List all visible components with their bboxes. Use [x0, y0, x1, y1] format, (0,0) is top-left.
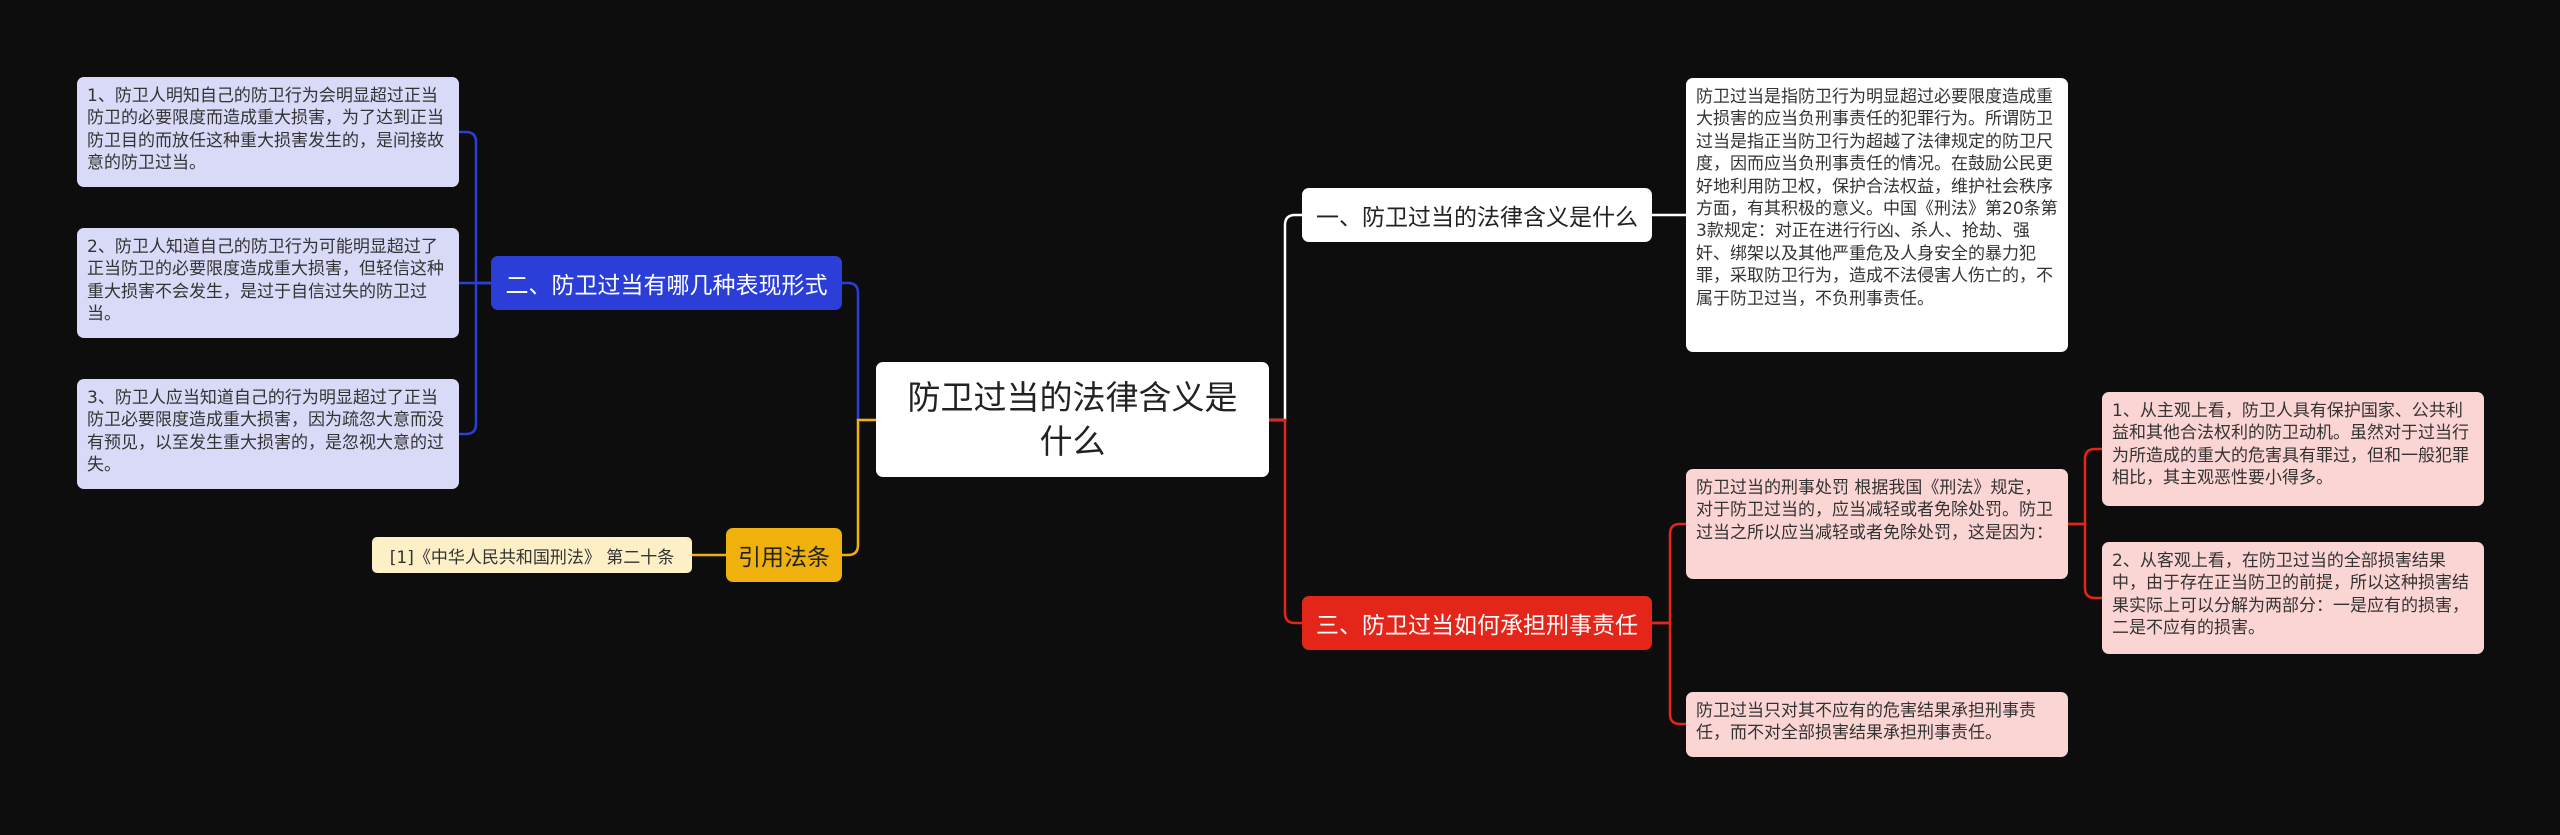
leaf-liability-1[interactable]: 防卫过当的刑事处罚 根据我国《刑法》规定，对于防卫过当的，应当减轻或者免除处罚。…: [1686, 469, 2068, 579]
branch-reference-label: 引用法条: [738, 545, 830, 571]
branch-liability[interactable]: 三、防卫过当如何承担刑事责任: [1302, 596, 1652, 650]
leaf-liability-1-text: 防卫过当的刑事处罚 根据我国《刑法》规定，对于防卫过当的，应当减轻或者免除处罚。…: [1696, 478, 2053, 543]
leaf-legal-meaning-text: 防卫过当是指防卫行为明显超过必要限度造成重大损害的应当负刑事责任的犯罪行为。所谓…: [1696, 87, 2058, 309]
leaf-forms-3-text: 3、防卫人应当知道自己的行为明显超过了正当防卫必要限度造成重大损害，因为疏忽大意…: [87, 388, 444, 476]
subleaf-objective[interactable]: 2、从客观上看，在防卫过当的全部损害结果中，由于存在正当防卫的前提，所以这种损害…: [2102, 542, 2484, 654]
subleaf-subjective-text: 1、从主观上看，防卫人具有保护国家、公共利益和其他合法权利的防卫动机。虽然对于过…: [2112, 401, 2469, 489]
leaf-liability-2-text: 防卫过当只对其不应有的危害结果承担刑事责任，而不对全部损害结果承担刑事责任。: [1696, 701, 2036, 744]
branch-forms-label: 二、防卫过当有哪几种表现形式: [505, 273, 828, 299]
leaf-forms-3[interactable]: 3、防卫人应当知道自己的行为明显超过了正当防卫必要限度造成重大损害，因为疏忽大意…: [77, 379, 459, 489]
branch-forms[interactable]: 二、防卫过当有哪几种表现形式: [491, 256, 842, 310]
leaf-legal-meaning[interactable]: 防卫过当是指防卫行为明显超过必要限度造成重大损害的应当负刑事责任的犯罪行为。所谓…: [1686, 78, 2068, 352]
subleaf-objective-text: 2、从客观上看，在防卫过当的全部损害结果中，由于存在正当防卫的前提，所以这种损害…: [2112, 551, 2469, 639]
central-topic[interactable]: 防卫过当的法律含义是什么: [876, 362, 1269, 477]
leaf-liability-2[interactable]: 防卫过当只对其不应有的危害结果承担刑事责任，而不对全部损害结果承担刑事责任。: [1686, 692, 2068, 757]
branch-legal-meaning[interactable]: 一、防卫过当的法律含义是什么: [1302, 188, 1652, 242]
leaf-forms-1-text: 1、防卫人明知自己的防卫行为会明显超过正当防卫的必要限度而造成重大损害，为了达到…: [87, 86, 444, 174]
branch-legal-meaning-label: 一、防卫过当的法律含义是什么: [1316, 205, 1638, 231]
leaf-reference-text: [1]《中华人民共和国刑法》 第二十条: [389, 547, 675, 568]
leaf-forms-2[interactable]: 2、防卫人知道自己的防卫行为可能明显超过了正当防卫的必要限度造成重大损害，但轻信…: [77, 228, 459, 338]
leaf-forms-1[interactable]: 1、防卫人明知自己的防卫行为会明显超过正当防卫的必要限度而造成重大损害，为了达到…: [77, 77, 459, 187]
branch-reference[interactable]: 引用法条: [726, 528, 842, 582]
central-topic-label: 防卫过当的法律含义是什么: [907, 377, 1238, 461]
leaf-forms-2-text: 2、防卫人知道自己的防卫行为可能明显超过了正当防卫的必要限度造成重大损害，但轻信…: [87, 237, 444, 325]
branch-liability-label: 三、防卫过当如何承担刑事责任: [1316, 613, 1638, 639]
leaf-reference[interactable]: [1]《中华人民共和国刑法》 第二十条: [372, 537, 692, 573]
subleaf-subjective[interactable]: 1、从主观上看，防卫人具有保护国家、公共利益和其他合法权利的防卫动机。虽然对于过…: [2102, 392, 2484, 506]
